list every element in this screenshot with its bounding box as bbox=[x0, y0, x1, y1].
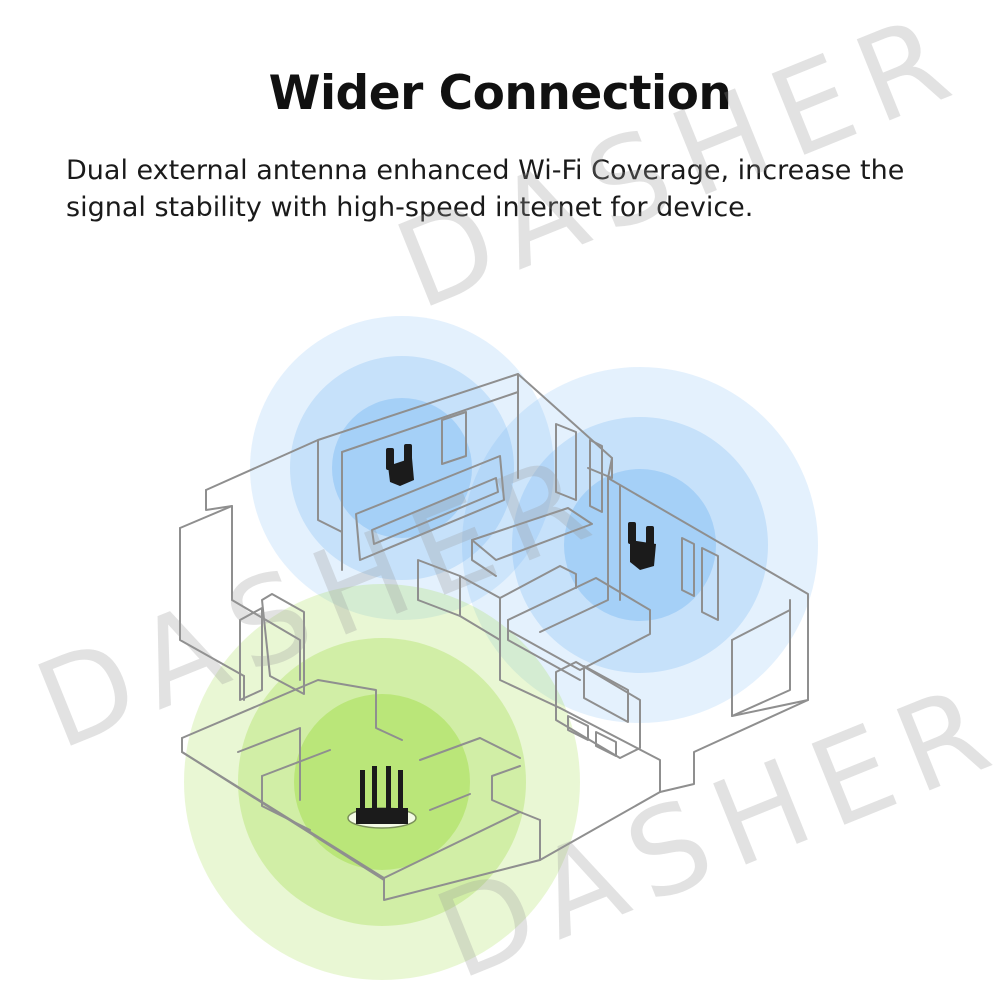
wifi-extender-icon bbox=[628, 522, 656, 570]
page-subtitle: Dual external antenna enhanced Wi-Fi Cov… bbox=[66, 155, 905, 223]
page-title: Wider Connection bbox=[268, 66, 732, 121]
wifi-extender-icon bbox=[386, 444, 414, 486]
main-router-icon bbox=[347, 766, 417, 829]
watermark-text: DASHER bbox=[379, 0, 982, 337]
floor-plan bbox=[179, 373, 809, 901]
